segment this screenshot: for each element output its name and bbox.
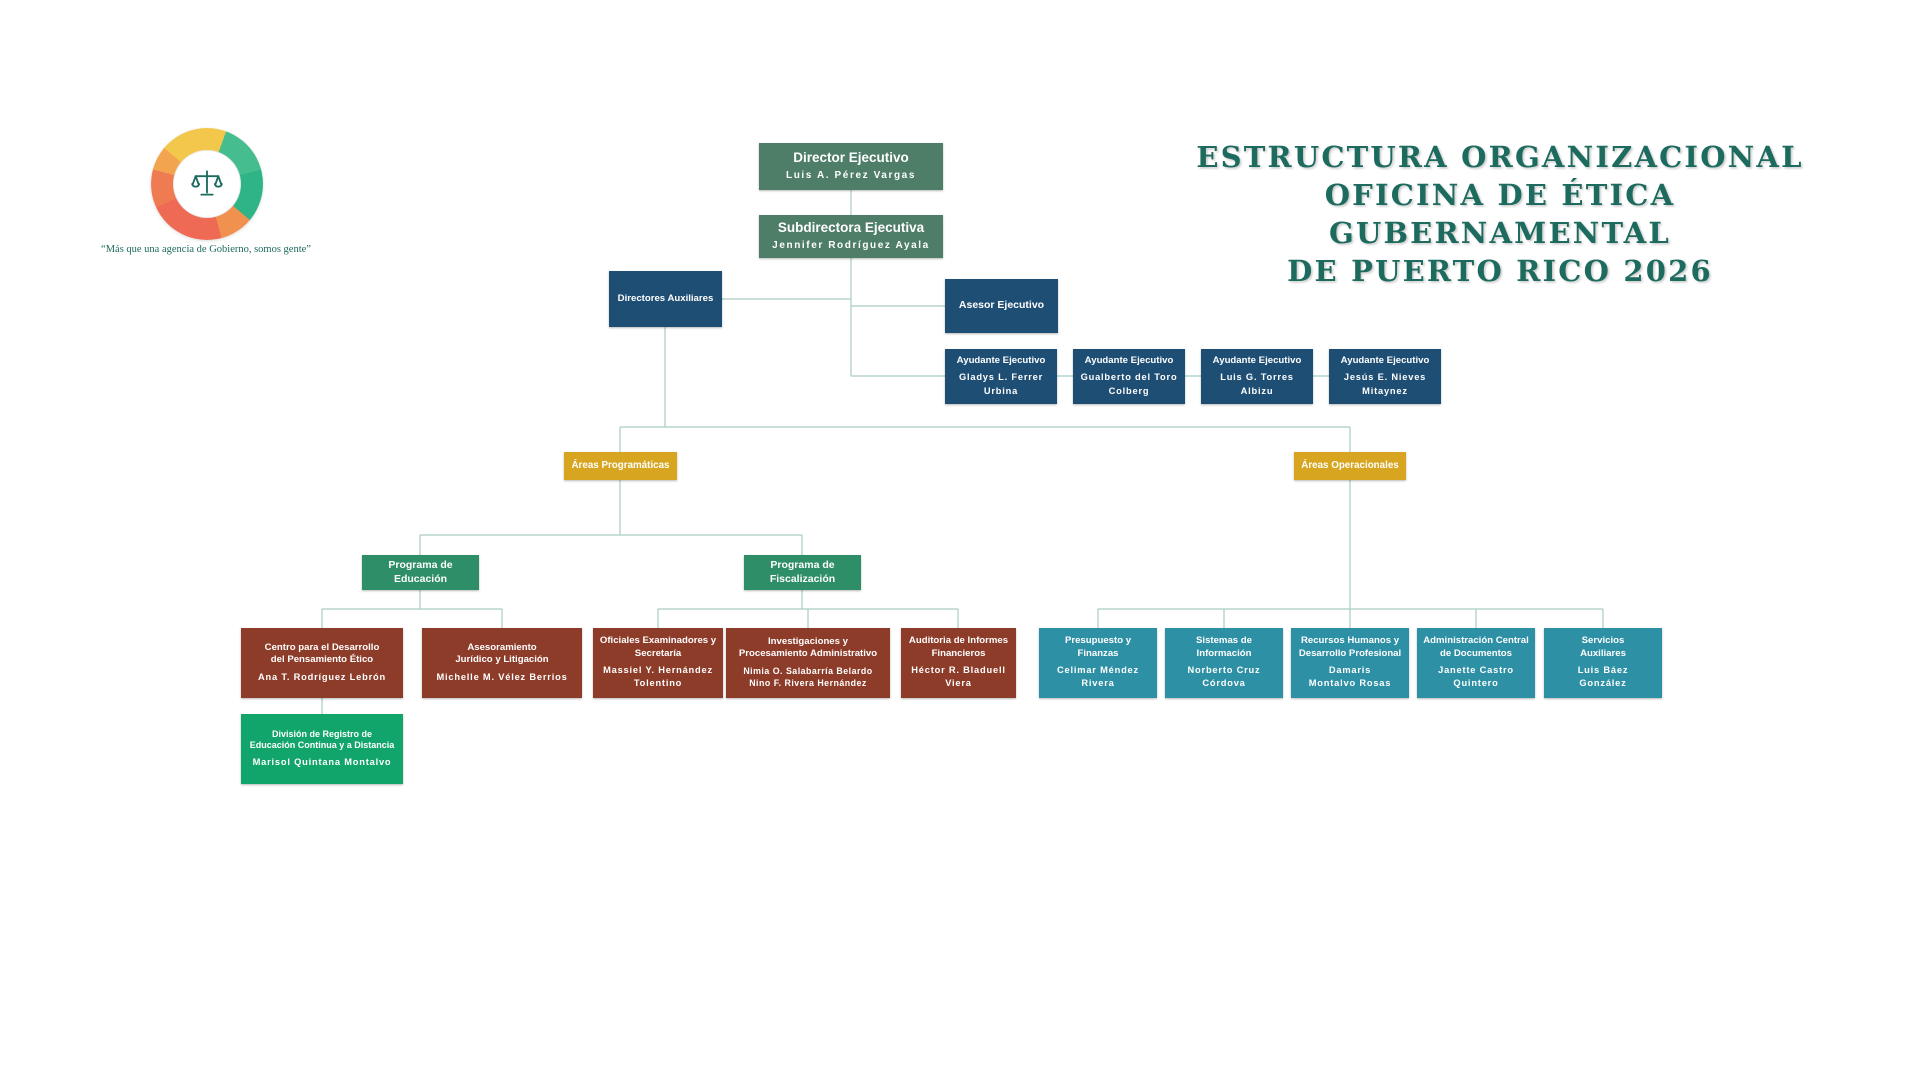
- node-asesor-ejecutivo: Asesor Ejecutivo: [945, 279, 1058, 333]
- node-title: Programa de Educación: [388, 559, 453, 585]
- node-title: Ayudante Ejecutivo: [1084, 354, 1174, 366]
- node-person-name: Nimia O. Salabarría Belardo: [743, 665, 873, 676]
- node-ayudante-ejecutivo-4: Ayudante Ejecutivo Jesús E. Nieves Mitay…: [1329, 349, 1441, 404]
- node-administracion-central-documentos: Administración Central de Documentos Jan…: [1417, 628, 1535, 698]
- node-title: Oficiales Examinadores y Secretaría: [599, 635, 717, 659]
- node-ayudante-ejecutivo-1: Ayudante Ejecutivo Gladys L. Ferrer Urbi…: [945, 349, 1057, 404]
- node-oficiales-examinadores-secretaria: Oficiales Examinadores y Secretaría Mass…: [593, 628, 723, 698]
- node-person-name: Marisol Quintana Montalvo: [252, 756, 392, 767]
- node-sistemas-informacion: Sistemas de Información Norberto Cruz Có…: [1165, 628, 1283, 698]
- node-title: Director Ejecutivo: [793, 150, 909, 166]
- node-director-ejecutivo: Director Ejecutivo Luis A. Pérez Vargas: [759, 143, 943, 190]
- node-person-name: Gladys L. Ferrer Urbina: [958, 372, 1044, 396]
- node-person-name: Jennifer Rodríguez Ayala: [772, 240, 930, 252]
- node-title: División de Registro de Educación Contin…: [249, 728, 395, 751]
- node-person-name-2: Nino F. Rivera Hernández: [749, 678, 867, 689]
- node-person-name: Norberto Cruz Córdova: [1187, 664, 1261, 689]
- agency-tagline: “Más que una agencia de Gobierno, somos …: [101, 244, 311, 255]
- node-programa-educacion: Programa de Educación: [362, 555, 479, 590]
- node-title: Programa de Fiscalización: [769, 559, 836, 585]
- node-areas-operacionales: Áreas Operacionales: [1294, 452, 1406, 480]
- page-title-line-2: OFICINA DE ÉTICA GUBERNAMENTAL: [1324, 178, 1676, 250]
- node-title: Subdirectora Ejecutiva: [777, 220, 925, 236]
- node-person-name: Jesús E. Nieves Mitaynez: [1343, 372, 1427, 396]
- page-title-line-1: ESTRUCTURA ORGANIZACIONAL: [1196, 140, 1804, 174]
- node-person-name: Damaris Montalvo Rosas: [1308, 664, 1392, 689]
- node-directores-auxiliares: Directores Auxiliares: [609, 271, 722, 327]
- node-auditoria-informes-financieros: Auditoria de Informes Financieros Héctor…: [901, 628, 1016, 698]
- page-title: ESTRUCTURA ORGANIZACIONAL OFICINA DE ÉTI…: [1150, 138, 1850, 290]
- node-title: Investigaciones y Procesamiento Administ…: [738, 635, 878, 660]
- node-areas-programaticas: Áreas Programáticas: [564, 452, 677, 480]
- node-title: Áreas Operacionales: [1301, 459, 1399, 471]
- node-person-name: Janette Castro Quintero: [1438, 664, 1514, 689]
- agency-logo: [151, 128, 263, 240]
- agency-logo-center: [173, 150, 241, 218]
- scales-icon: [191, 170, 223, 196]
- node-programa-fiscalizacion: Programa de Fiscalización: [744, 555, 861, 590]
- node-title: Ayudante Ejecutivo: [1340, 354, 1430, 366]
- node-recursos-humanos-desarrollo: Recursos Humanos y Desarrollo Profesiona…: [1291, 628, 1409, 698]
- node-ayudante-ejecutivo-2: Ayudante Ejecutivo Gualberto del Toro Co…: [1073, 349, 1185, 404]
- node-person-name: Celimar Méndez Rivera: [1057, 664, 1139, 689]
- node-title: Servicios Auxiliares: [1580, 635, 1626, 659]
- node-title: Áreas Programáticas: [571, 459, 670, 471]
- node-title: Asesoramiento Jurídico y Litigación: [455, 642, 549, 666]
- node-person-name: Michelle M. Vélez Berrios: [436, 671, 568, 682]
- node-ayudante-ejecutivo-3: Ayudante Ejecutivo Luis G. Torres Albizu: [1201, 349, 1313, 404]
- node-title: Directores Auxiliares: [617, 292, 714, 304]
- node-person-name: Luis A. Pérez Vargas: [785, 170, 916, 182]
- node-division-registro-educacion: División de Registro de Educación Contin…: [241, 714, 403, 784]
- node-title: Administración Central de Documentos: [1423, 635, 1529, 659]
- node-person-name: Héctor R. Bladuell Viera: [911, 664, 1006, 689]
- node-title: Auditoria de Informes Financieros: [908, 635, 1009, 659]
- node-subdirectora-ejecutiva: Subdirectora Ejecutiva Jennifer Rodrígue…: [759, 215, 943, 258]
- node-title: Asesor Ejecutivo: [958, 299, 1045, 312]
- node-title: Centro para el Desarrollo del Pensamient…: [264, 642, 380, 666]
- node-person-name: Luis Báez González: [1577, 664, 1629, 689]
- node-title: Presupuesto y Finanzas: [1064, 635, 1132, 659]
- node-presupuesto-finanzas: Presupuesto y Finanzas Celimar Méndez Ri…: [1039, 628, 1157, 698]
- node-person-name: Massiel Y. Hernández Tolentino: [603, 664, 713, 689]
- node-person-name: Gualberto del Toro Colberg: [1080, 372, 1178, 396]
- node-title: Sistemas de Información: [1196, 635, 1252, 659]
- node-asesoramiento-juridico-litigacion: Asesoramiento Jurídico y Litigación Mich…: [422, 628, 582, 698]
- node-servicios-auxiliares: Servicios Auxiliares Luis Báez González: [1544, 628, 1662, 698]
- node-person-name: Ana T. Rodríguez Lebrón: [258, 671, 386, 682]
- page-title-line-3: DE PUERTO RICO 2026: [1287, 254, 1713, 288]
- node-person-name: Luis G. Torres Albizu: [1220, 372, 1294, 396]
- node-title: Ayudante Ejecutivo: [956, 354, 1046, 366]
- node-centro-desarrollo-pensamiento-etico: Centro para el Desarrollo del Pensamient…: [241, 628, 403, 698]
- node-title: Recursos Humanos y Desarrollo Profesiona…: [1298, 635, 1402, 659]
- node-investigaciones-procesamiento: Investigaciones y Procesamiento Administ…: [726, 628, 890, 698]
- node-title: Ayudante Ejecutivo: [1212, 354, 1302, 366]
